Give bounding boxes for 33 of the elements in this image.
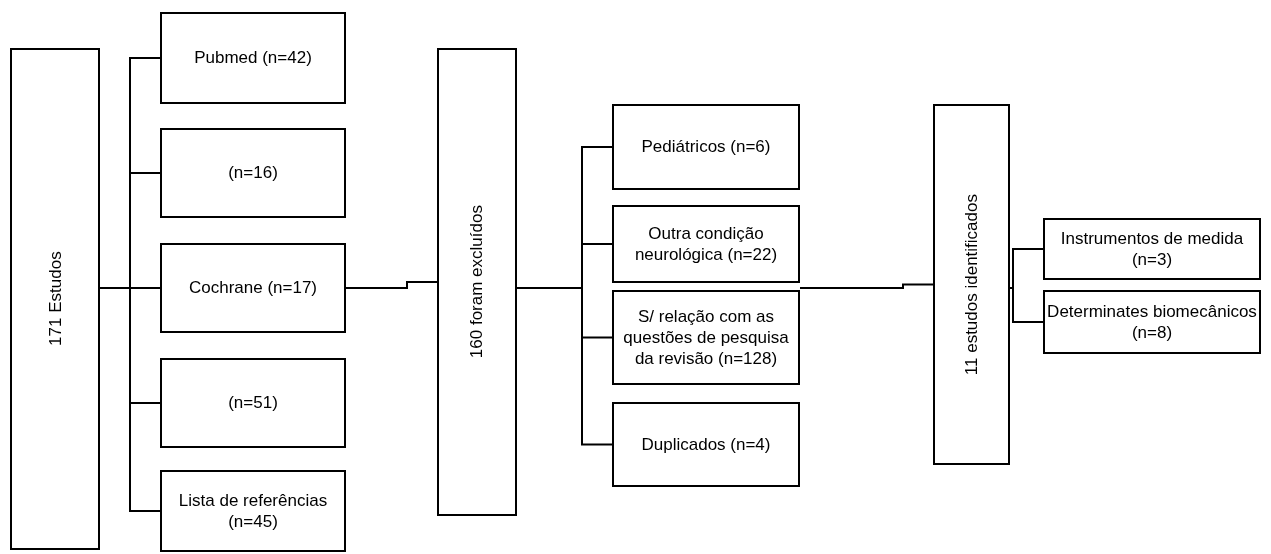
connector-line — [1009, 287, 1044, 323]
box-label: Pubmed (n=42) — [194, 47, 312, 69]
box-label: Lista de referências (n=45) — [177, 489, 329, 533]
process-box — [160, 358, 346, 448]
connector-line — [799, 283, 934, 289]
connector-line — [1009, 248, 1044, 289]
process-box — [160, 128, 346, 218]
box-label: Pediátricos (n=6) — [641, 136, 771, 158]
process-box — [612, 104, 800, 190]
box-label: S/ relação com as questões de pesquisa da revisão (n=128) — [622, 305, 790, 370]
box-label: (n=51) — [228, 392, 278, 414]
process-box — [160, 470, 346, 552]
connector-line — [99, 287, 161, 512]
box-label: 171 Estudos — [44, 251, 66, 347]
vertical-box — [437, 48, 517, 516]
box-label: (n=16) — [228, 162, 278, 184]
process-box — [160, 243, 346, 333]
box-label: Determinates biomecânicos (n=8) — [1046, 300, 1258, 344]
process-box — [612, 290, 800, 385]
box-label: Outra condição neurológica (n=22) — [633, 222, 779, 266]
box-label: Cochrane (n=17) — [188, 277, 318, 299]
box-label: 11 estudos identificados — [960, 193, 982, 376]
process-box — [612, 205, 800, 283]
connector-line — [345, 281, 438, 289]
process-box — [160, 12, 346, 104]
process-box — [612, 402, 800, 487]
vertical-box — [933, 104, 1010, 465]
box-label: Instrumentos de medida (n=3) — [1059, 227, 1245, 271]
process-box — [1043, 290, 1261, 354]
box-label: 160 foram excluídos — [466, 205, 488, 359]
vertical-box — [10, 48, 100, 550]
box-label: Duplicados (n=4) — [641, 433, 771, 456]
process-box — [1043, 218, 1261, 280]
